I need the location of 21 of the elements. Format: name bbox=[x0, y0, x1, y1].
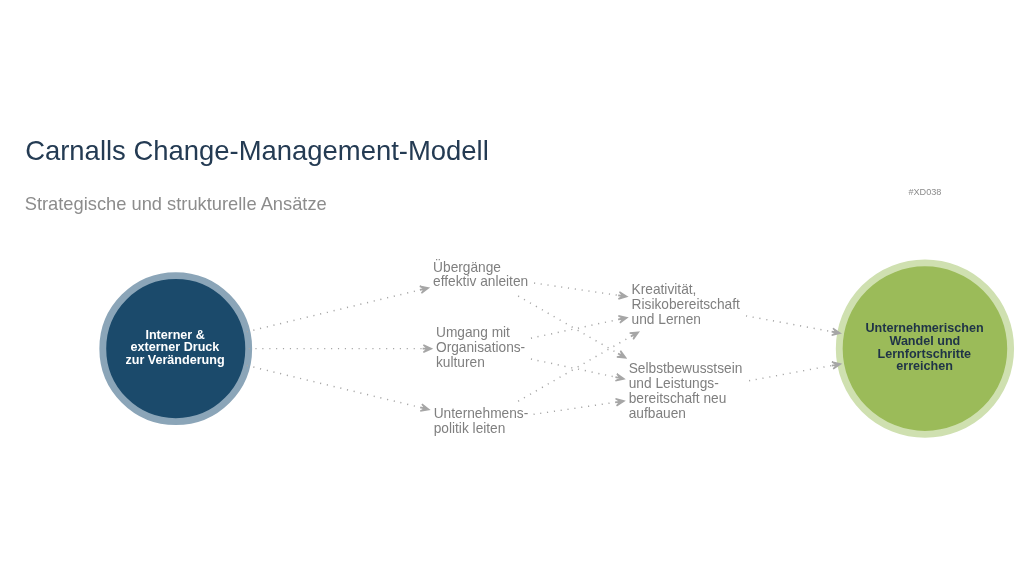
arrow bbox=[246, 285, 430, 333]
arrow bbox=[530, 315, 628, 339]
arrow bbox=[745, 315, 841, 337]
arrow bbox=[246, 364, 430, 412]
arrow bbox=[248, 344, 433, 353]
label: #XD038 bbox=[908, 187, 942, 198]
arrow bbox=[517, 331, 640, 402]
node-text: Übergänge effektiv anleiten bbox=[433, 259, 529, 290]
arrow bbox=[530, 358, 625, 382]
label: Strategische und strukturelle Ansätze bbox=[24, 192, 327, 214]
node-text: Selbstbewusstsein und Leistungs- bereitschaft neu aufbauen bbox=[628, 361, 743, 421]
node-circle: Interner & externer Druck zur Veränderung bbox=[99, 272, 253, 425]
arrow bbox=[517, 295, 627, 359]
diagram-title: Carnalls Change-Management-Modell bbox=[25, 135, 489, 167]
node-text: Kreativität, Risikobereitschaft und Lernen bbox=[631, 281, 740, 327]
node-circle: Unternehmerischen Wandel und Lernfortschritte erreichen bbox=[835, 259, 1015, 438]
node-text: Umgang mit Organisations- kulturen bbox=[435, 325, 526, 371]
arrow bbox=[532, 397, 625, 416]
node-text: Unternehmens- politik leiten bbox=[433, 405, 529, 436]
arrow bbox=[533, 282, 628, 300]
arrow bbox=[748, 361, 842, 382]
